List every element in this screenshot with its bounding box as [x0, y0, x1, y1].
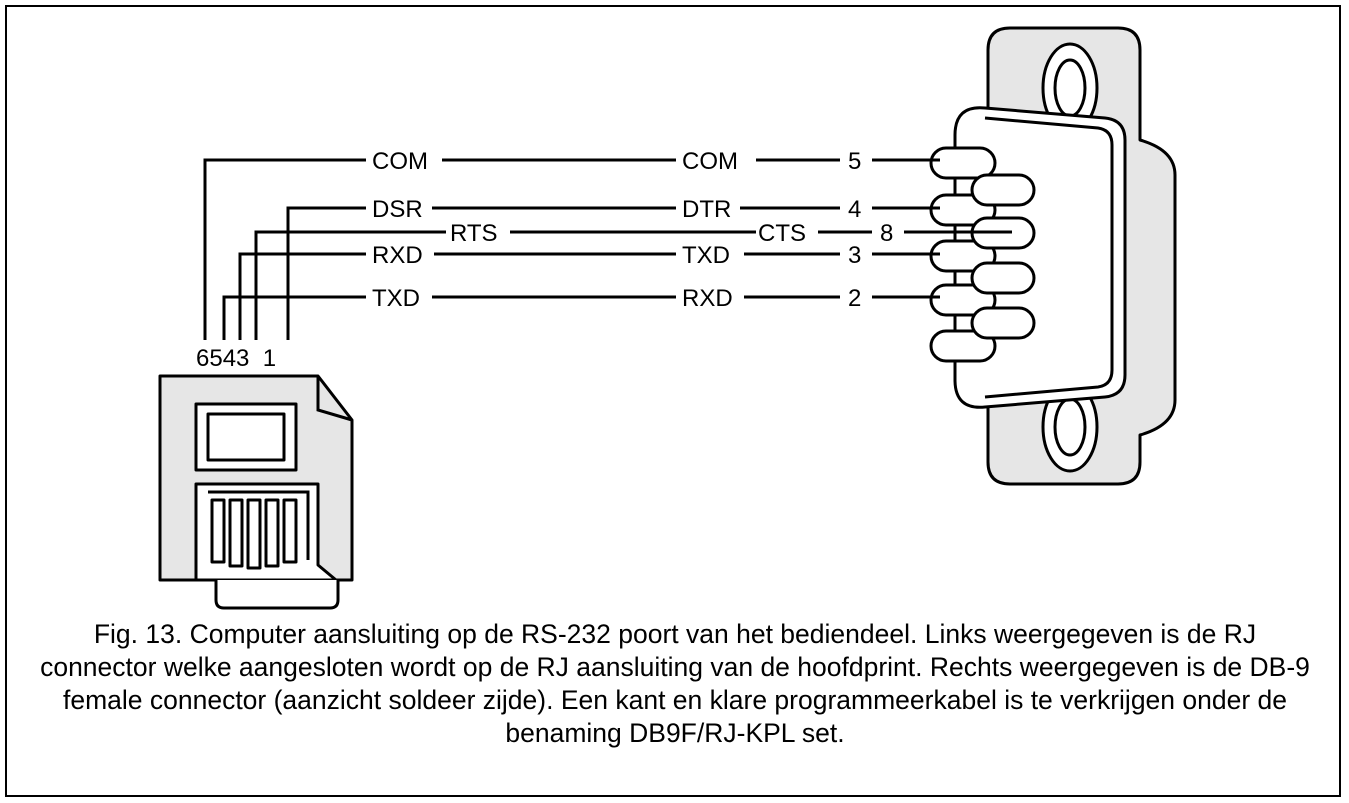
wire-1-db9-pin: 4: [848, 196, 861, 223]
rj-contact-5: [282, 498, 298, 564]
wire-0-left-label: COM: [372, 148, 428, 175]
wire-3-left-label: RXD: [372, 242, 423, 269]
wire-3-right-label: TXD: [682, 242, 730, 269]
figure-caption: Fig. 13. Computer aansluiting op de RS-2…: [40, 619, 1310, 748]
rj-bottom-tab: [214, 580, 340, 610]
rj-contact-1: [210, 498, 226, 564]
rj-latch-window-inner: [206, 412, 286, 462]
db9-pin-7-cup: [970, 261, 1036, 295]
wire-txd-rxd: [222, 295, 940, 340]
db9-pin-6-cup: [970, 306, 1036, 340]
rj-contact-3: [246, 498, 262, 570]
rj-connector: [158, 374, 354, 610]
db9-pin-3-cup: [929, 239, 997, 273]
wire-4-right-label: RXD: [682, 285, 733, 312]
wire-com: [203, 158, 940, 340]
rj-contact-2: [228, 498, 244, 568]
wires: [203, 158, 1012, 340]
db9-connector: [929, 26, 1177, 486]
wire-1-right-label: DTR: [682, 196, 731, 223]
wire-rts-cts: [254, 230, 1012, 340]
db9-pin-1-cup: [929, 329, 997, 363]
db9-screw-hole-bottom-inner: [1053, 397, 1087, 457]
wire-2-db9-pin: 8: [880, 220, 893, 247]
wiring-diagram: COM COM 5 DSR DTR 4 RTS CTS 8 RXD TXD 3 …: [158, 26, 1177, 610]
wire-2-left-label: RTS: [450, 220, 498, 247]
wire-dsr-dtr: [286, 206, 940, 340]
wire-0-db9-pin: 5: [848, 148, 861, 175]
rj-chamfer-edge: [316, 376, 353, 422]
wire-4-left-label: TXD: [372, 285, 420, 312]
db9-screw-hole-top-inner: [1053, 58, 1087, 118]
db9-pin-2-cup: [929, 283, 997, 317]
rj-contact-4: [264, 498, 280, 568]
wire-rxd-txd: [238, 252, 940, 340]
wire-0-right-label: COM: [682, 148, 738, 175]
db9-pin-9-cup: [970, 173, 1036, 207]
wire-2-right-label: CTS: [758, 220, 806, 247]
rj-pin-numbers: 6543 1: [196, 345, 276, 372]
rj-contact-area-inner: [208, 490, 310, 560]
db9-shell-inner-edge: [984, 116, 1114, 399]
db9-pin-5-cup: [929, 146, 997, 180]
wire-4-db9-pin: 2: [848, 285, 861, 312]
wire-labels: COM COM 5 DSR DTR 4 RTS CTS 8 RXD TXD 3 …: [372, 148, 893, 312]
wire-1-left-label: DSR: [372, 196, 423, 223]
wire-3-db9-pin: 3: [848, 242, 861, 269]
